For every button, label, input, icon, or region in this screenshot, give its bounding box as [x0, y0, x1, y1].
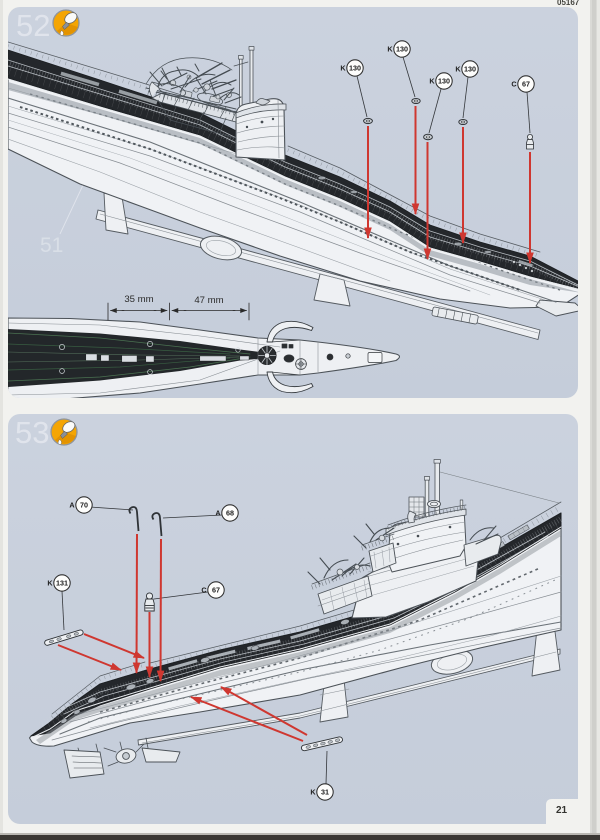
svg-text:53: 53: [15, 415, 49, 450]
svg-text:131: 131: [56, 579, 68, 588]
svg-text:A: A: [215, 509, 220, 518]
svg-text:35 mm: 35 mm: [124, 294, 153, 305]
svg-text:31: 31: [321, 788, 329, 797]
svg-text:05167: 05167: [557, 0, 580, 7]
svg-text:67: 67: [212, 586, 220, 595]
svg-text:130: 130: [464, 65, 476, 74]
svg-text:67: 67: [522, 80, 530, 89]
svg-text:70: 70: [80, 501, 88, 510]
svg-text:K: K: [387, 45, 393, 54]
svg-text:K: K: [429, 77, 435, 86]
svg-text:A: A: [69, 501, 74, 510]
svg-text:130: 130: [438, 77, 450, 86]
svg-text:130: 130: [396, 45, 408, 54]
svg-text:K: K: [310, 788, 316, 797]
svg-text:68: 68: [226, 509, 234, 518]
svg-text:51: 51: [40, 234, 63, 257]
svg-text:52: 52: [16, 8, 50, 43]
svg-text:K: K: [455, 65, 461, 74]
svg-text:C: C: [201, 586, 206, 595]
svg-text:C: C: [511, 80, 516, 89]
svg-text:K: K: [47, 579, 53, 588]
svg-text:130: 130: [349, 64, 361, 73]
svg-text:21: 21: [556, 805, 568, 816]
svg-text:47 mm: 47 mm: [194, 295, 223, 306]
svg-text:K: K: [340, 64, 346, 73]
